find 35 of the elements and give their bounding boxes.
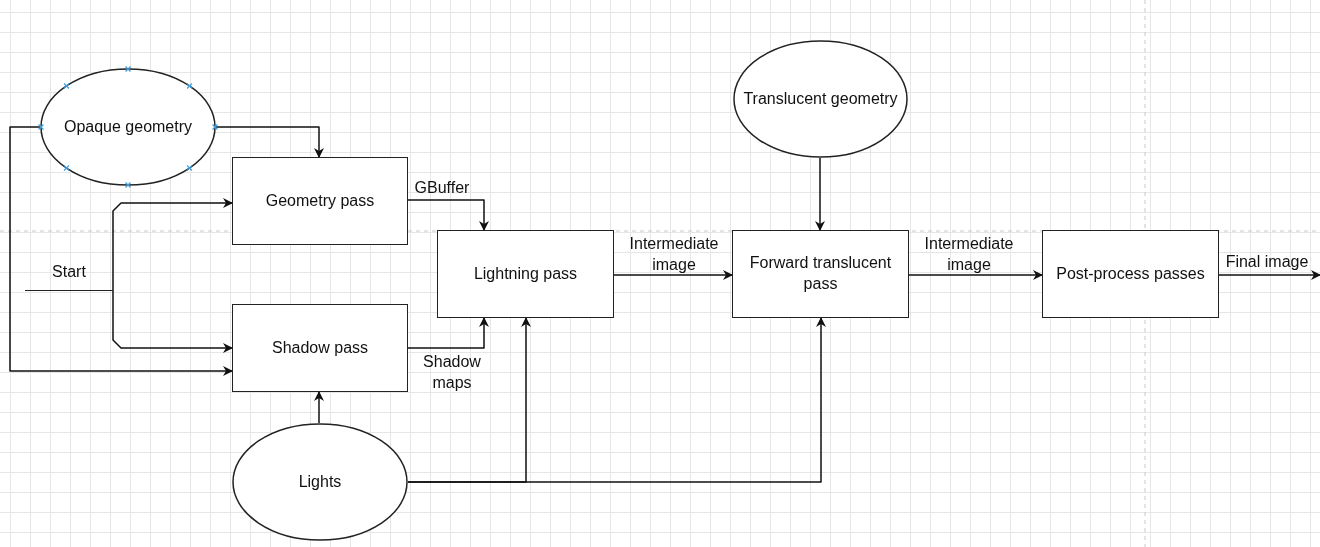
edge-label: Final image — [1224, 252, 1310, 272]
arrow — [908, 270, 1043, 280]
arrow — [613, 270, 733, 280]
edge-label: Intermediate image — [923, 234, 1015, 275]
edge-label: GBuffer — [413, 178, 471, 198]
node-label: Lights — [297, 471, 343, 492]
input-ellipse — [40, 68, 216, 186]
arrow — [407, 317, 489, 349]
arrow — [314, 391, 324, 424]
arrow — [407, 317, 826, 483]
node-label: Start — [51, 262, 87, 282]
node-label: Lightning pass — [472, 263, 579, 284]
process-box — [437, 230, 614, 318]
process-box — [232, 304, 408, 392]
node-label: Shadow pass — [270, 337, 370, 358]
arrow — [815, 157, 825, 231]
arrow — [215, 126, 324, 158]
process-box — [732, 230, 909, 318]
node-label: Post-process passes — [1055, 263, 1206, 284]
edge-label: Shadow maps — [422, 352, 482, 393]
process-box — [1042, 230, 1219, 318]
edge-label: Intermediate image — [628, 234, 720, 275]
node-label: Geometry pass — [264, 190, 376, 211]
input-ellipse — [733, 40, 908, 158]
start-terminal — [25, 262, 113, 291]
arrow — [112, 198, 233, 292]
input-ellipse — [232, 423, 408, 541]
process-box — [232, 157, 408, 245]
node-label: Opaque geometry — [62, 116, 194, 137]
arrow — [9, 126, 233, 376]
arrow — [112, 290, 233, 353]
node-label: Forward translucent pass — [748, 253, 893, 294]
arrow — [1218, 270, 1320, 280]
node-label: Translucent geometry — [742, 88, 899, 109]
arrow — [407, 199, 489, 231]
